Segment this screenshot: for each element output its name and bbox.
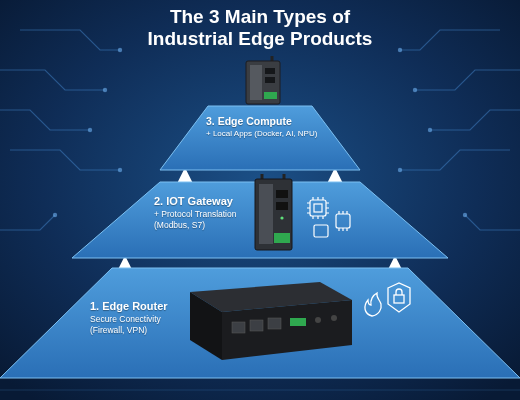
- tier-description: Secure Conectivity (Firewall, VPN): [90, 314, 182, 336]
- upgrade-arrow: [333, 172, 337, 182]
- port: [276, 190, 288, 198]
- circuit-dot: [88, 128, 92, 132]
- port: [265, 68, 275, 74]
- circuit-dot: [103, 88, 107, 92]
- chip-core: [314, 204, 322, 212]
- circuit-dot: [398, 48, 402, 52]
- tier-trapezoid: [160, 106, 360, 170]
- firewall-icon: [365, 293, 381, 316]
- tier-text: 2. IOT Gateway+ Protocol Translation (Mo…: [154, 195, 250, 231]
- tier-description: + Local Apps (Docker, AI, NPU): [206, 129, 330, 139]
- device-body: [246, 61, 280, 104]
- port: [276, 202, 288, 210]
- tier-trapezoid: [0, 268, 520, 378]
- pyramid-tier: 3. Edge Compute+ Local Apps (Docker, AI,…: [160, 106, 360, 170]
- edge-compute-device: [246, 56, 280, 104]
- circuit-trace: [0, 70, 105, 90]
- tier-heading: 3. Edge Compute: [206, 115, 330, 128]
- edge-router-device: [190, 282, 352, 360]
- ethernet-port: [250, 320, 263, 331]
- chip-icons: [307, 197, 350, 237]
- tier-text: 1. Edge RouterSecure Conectivity (Firewa…: [90, 300, 182, 336]
- circuit-dot: [53, 213, 57, 217]
- antenna-connector: [315, 317, 321, 323]
- status-led: [280, 216, 283, 219]
- circuit-trace: [400, 30, 500, 50]
- circuit-dot: [118, 48, 122, 52]
- antenna-connector: [331, 315, 337, 321]
- circuit-dot: [428, 128, 432, 132]
- device-body: [255, 179, 292, 250]
- circuit-trace: [415, 70, 520, 90]
- lock-shackle: [396, 289, 402, 295]
- device-panel: [259, 184, 273, 244]
- circuit-traces: [0, 30, 520, 390]
- circuit-dot: [413, 88, 417, 92]
- chip-icon: [336, 214, 350, 228]
- terminal-block: [264, 92, 277, 99]
- shield-icon: [388, 283, 410, 312]
- circuit-dot: [398, 168, 402, 172]
- circuit-trace: [10, 150, 120, 170]
- ethernet-port: [232, 322, 245, 333]
- ethernet-port: [268, 318, 281, 329]
- upgrade-arrow: [123, 260, 127, 268]
- tier-text: 3. Edge Compute+ Local Apps (Docker, AI,…: [206, 115, 330, 139]
- module-icon: [314, 225, 328, 237]
- router-front: [222, 300, 352, 360]
- circuit-trace: [400, 150, 510, 170]
- circuit-dot: [463, 213, 467, 217]
- lock-body: [394, 295, 404, 303]
- circuit-trace: [20, 30, 120, 50]
- port: [265, 77, 275, 83]
- chip-icon: [310, 200, 326, 216]
- chip-pins: [339, 211, 347, 231]
- security-icons: [365, 283, 410, 316]
- router-side: [190, 292, 222, 360]
- title: The 3 Main Types of Industrial Edge Prod…: [135, 6, 385, 50]
- circuit-trace: [465, 215, 520, 230]
- tier-heading: 1. Edge Router: [90, 300, 182, 313]
- circuit-trace: [0, 110, 90, 130]
- circuit-trace: [0, 215, 55, 230]
- device-panel: [250, 65, 262, 100]
- terminal-block: [290, 318, 306, 326]
- upgrade-arrow: [393, 260, 397, 268]
- circuit-trace: [430, 110, 520, 130]
- chip-pins: [307, 197, 329, 219]
- circuit-trace: [0, 389, 520, 390]
- tier-heading: 2. IOT Gateway: [154, 195, 250, 208]
- circuit-dot: [118, 168, 122, 172]
- tier-description: + Protocol Translation (Modbus, S7): [154, 209, 250, 231]
- upgrade-arrow: [183, 172, 187, 182]
- terminal-block: [274, 233, 290, 243]
- iot-gateway-device: [255, 174, 292, 250]
